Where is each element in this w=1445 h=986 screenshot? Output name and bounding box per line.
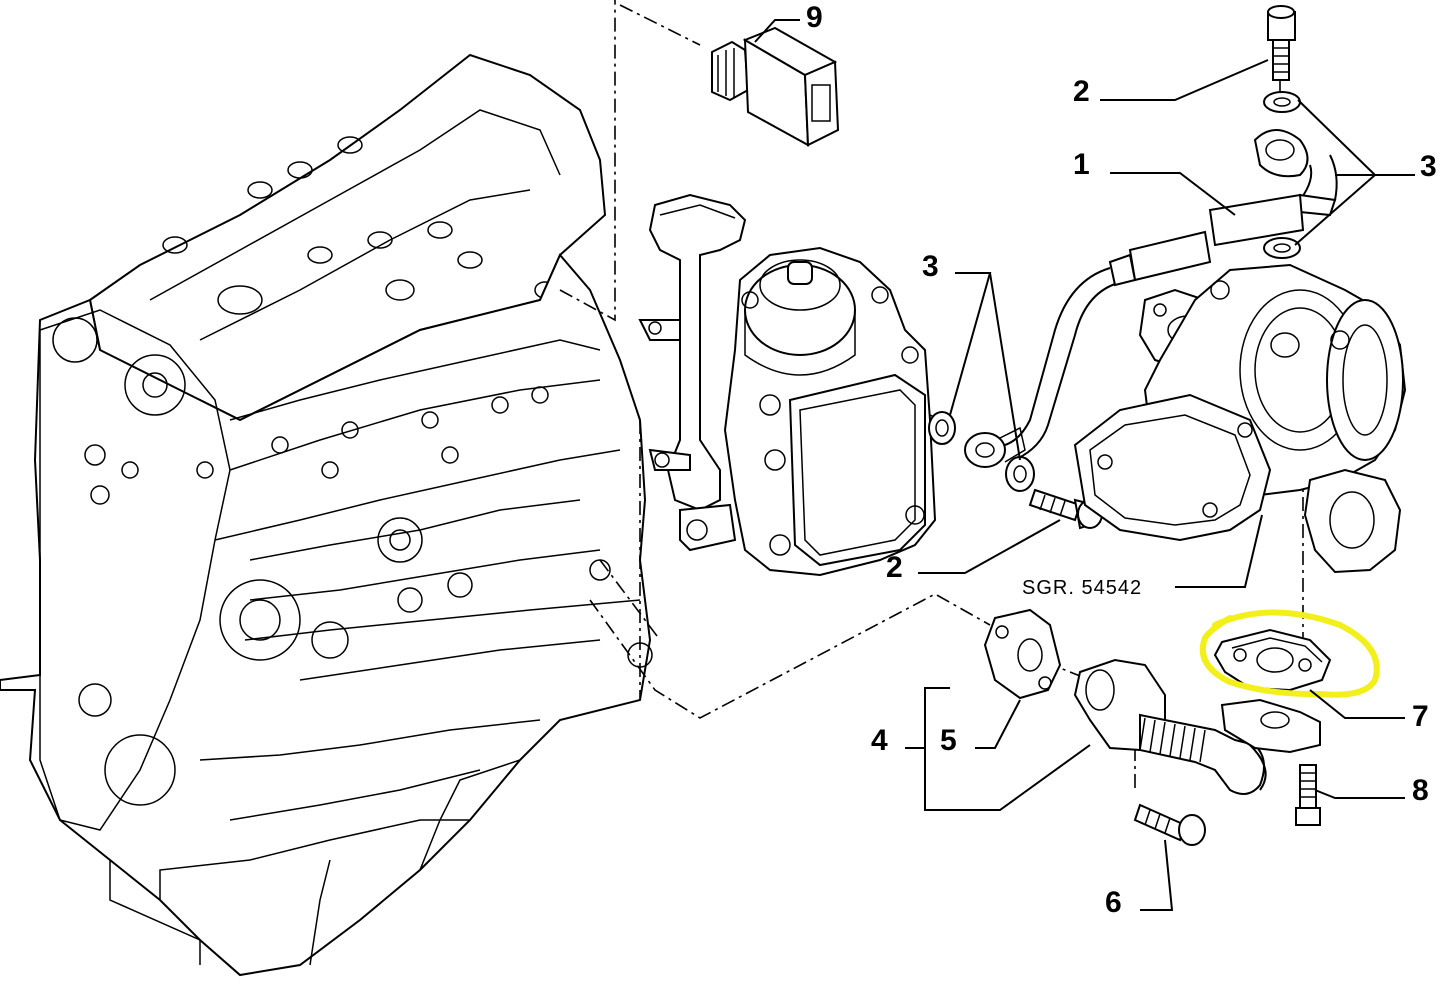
oil-return-pipe <box>1073 658 1321 795</box>
oil-filter-housing <box>638 193 937 577</box>
callout-2-top: 2 <box>1073 75 1090 108</box>
callout-3-left: 3 <box>922 250 939 283</box>
callout-1: 1 <box>1073 148 1090 181</box>
callout-7: 7 <box>1412 700 1429 733</box>
callout-5: 5 <box>940 724 957 757</box>
engine-block <box>0 53 653 977</box>
callout-3-right: 3 <box>1420 150 1437 183</box>
callout-4: 4 <box>871 724 888 757</box>
turbocharger <box>1073 263 1407 574</box>
drain-gasket <box>1213 628 1332 692</box>
callout-labels: 9 2 1 3 3 2 4 5 6 7 8 SGR. 54542 <box>806 1 1437 919</box>
leader-lines <box>754 19 1415 911</box>
callout-9: 9 <box>806 1 823 34</box>
callout-2-bottom: 2 <box>886 551 903 584</box>
highlight-circle <box>1199 609 1380 698</box>
sensor-switch <box>711 26 840 147</box>
return-gasket <box>983 608 1062 700</box>
reference-code: SGR. 54542 <box>1022 577 1142 599</box>
oil-feed-pipe <box>964 129 1338 468</box>
callout-6: 6 <box>1105 886 1122 919</box>
callout-8: 8 <box>1412 774 1429 807</box>
